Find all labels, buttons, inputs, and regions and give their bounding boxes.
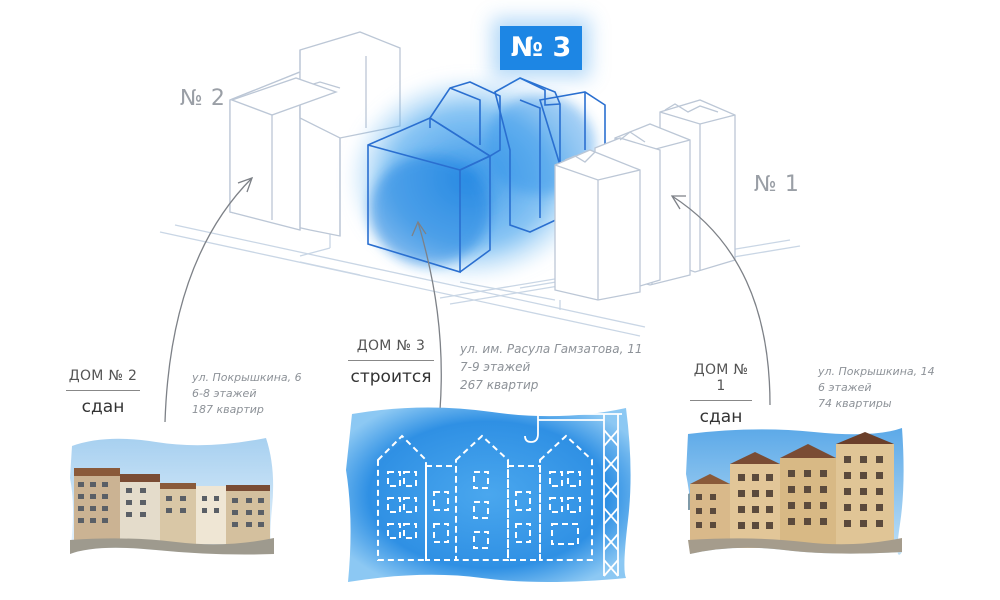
curved-arrow-icon	[411, 220, 442, 411]
house-1-apartments: 74 квартиры	[818, 397, 892, 410]
house-1-title-block: ДОМ № 1 сдан	[690, 362, 752, 427]
house-1-floors: 6 этажей	[818, 381, 872, 394]
house-2-address: ул. Покрышкина, 6	[192, 371, 302, 384]
house-3-details: ул. им. Расула Гамзатова, 11 7-9 этажей …	[460, 340, 643, 394]
house-1-title: ДОМ № 1	[690, 362, 752, 401]
house-2-details: ул. Покрышкина, 6 6-8 этажей 187 квартир	[192, 370, 302, 418]
house-2-status: сдан	[81, 397, 125, 417]
house-1-photo	[686, 428, 904, 555]
building-sketch-icon	[377, 434, 593, 561]
house-1-status: сдан	[699, 407, 743, 427]
curved-arrow-icon	[670, 195, 771, 406]
house-2-title-block: ДОМ № 2 сдан	[66, 368, 140, 417]
house-3-apartments: 267 квартир	[460, 378, 539, 392]
house-3-title: ДОМ № 3	[348, 338, 434, 361]
house-2-apartments: 187 квартир	[192, 403, 264, 416]
crane-icon	[524, 413, 622, 577]
house-2-floors: 6-8 этажей	[192, 387, 257, 400]
curved-arrow-icon	[164, 176, 254, 423]
house-3-badge: № 3	[500, 26, 582, 70]
house-1-outline	[554, 99, 736, 301]
house-2-title: ДОМ № 2	[66, 368, 140, 391]
house-1-address: ул. Покрышкина, 14	[818, 365, 935, 378]
house-2-map-label: № 2	[180, 86, 226, 111]
house-3-floors: 7-9 этажей	[460, 360, 531, 374]
house-1-map-label: № 1	[754, 172, 800, 197]
house-3-address: ул. им. Расула Гамзатова, 11	[460, 342, 643, 356]
house-3-title-block: ДОМ № 3 строится	[348, 338, 434, 387]
house-3-sketch	[346, 407, 631, 582]
house-3-status: строится	[350, 367, 432, 387]
house-2-photo	[70, 438, 274, 555]
house-1-details: ул. Покрышкина, 14 6 этажей 74 квартиры	[818, 364, 935, 412]
